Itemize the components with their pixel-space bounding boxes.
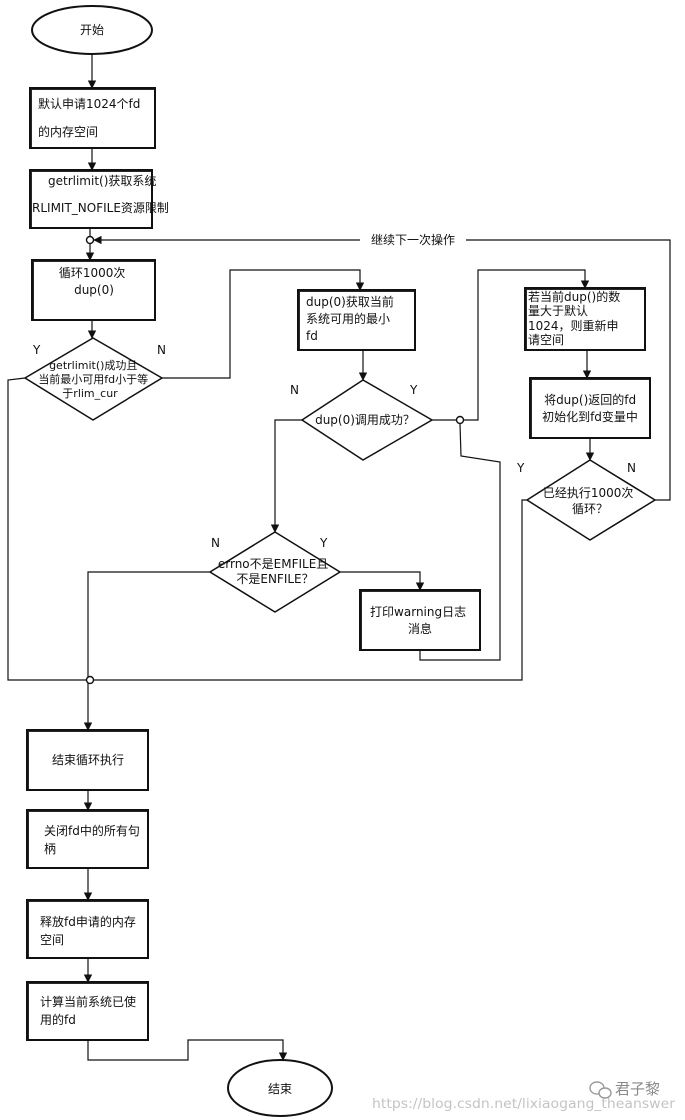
- check-limit-line-1: getrlimit()成功且: [49, 359, 137, 372]
- edge-warn-back: [419, 423, 501, 661]
- loop-line-1: 循环1000次: [59, 266, 126, 280]
- dup-ok-n-label: N: [290, 383, 299, 397]
- errno-check-line-1: errno不是EMFILE且: [218, 557, 328, 571]
- loop-done-node: 已经执行1000次 循环？: [525, 459, 657, 541]
- warn-line-1: 打印warning日志: [370, 605, 466, 619]
- junction-top: [85, 235, 95, 245]
- continue-label-bg: [360, 231, 466, 248]
- loop-done-label: 已经执行1000次 循环？: [543, 486, 637, 516]
- warn-label: 打印warning日志 消息: [370, 605, 470, 636]
- errno-check-label: errno不是EMFILE且 不是ENFILE？: [218, 557, 332, 586]
- end-loop-label: 结束循环执行: [52, 753, 124, 767]
- dup-ok-node: dup(0)调用成功？: [300, 379, 434, 461]
- init-fd-line-1: 将dup()返回的fd: [544, 392, 636, 407]
- check-limit-label: getrlimit()成功且 当前最小可用fd小于等 于rlim_cur: [38, 359, 151, 400]
- edge-errno-y-to-warn: [340, 571, 425, 591]
- dup-get-line-1: dup(0)获取当前: [306, 294, 394, 309]
- check-limit-line-2: 当前最小可用fd小于等: [38, 372, 148, 386]
- dup-get-node: dup(0)获取当前 系统可用的最小 fd: [297, 289, 416, 351]
- loop-done-n-label: N: [627, 461, 636, 475]
- loop-node: 循环1000次 dup(0): [31, 259, 156, 321]
- close-fd-label: 关闭fd中的所有句 柄: [44, 823, 144, 856]
- realloc-node: 若当前dup()的数 量大于默认 1024，则重新申 请空间: [524, 287, 646, 351]
- alloc-line-2: 的内存空间: [38, 124, 98, 139]
- free-mem-line-2: 空间: [40, 933, 64, 947]
- edge-calc-to-end: [87, 1039, 288, 1061]
- loop-done-y-label: Y: [516, 461, 525, 475]
- edge-check-limit-y-to-exit: [7, 377, 86, 681]
- errno-check-line-2: 不是ENFILE？: [236, 572, 313, 586]
- errno-y-label: Y: [319, 536, 328, 550]
- free-mem-node: 释放fd申请的内存 空间: [26, 899, 149, 959]
- dup-get-label: dup(0)获取当前 系统可用的最小 fd: [306, 294, 398, 343]
- loop-label: 循环1000次 dup(0): [59, 266, 129, 297]
- calc-label: 计算当前系统已使 用的fd: [40, 994, 140, 1027]
- close-fd-node: 关闭fd中的所有句 柄: [26, 809, 149, 869]
- getrlimit-line-2: RLIMIT_NOFILE资源限制: [32, 201, 169, 215]
- start-label: 开始: [80, 23, 104, 37]
- getrlimit-line-1: getrlimit()获取系统: [48, 174, 156, 188]
- loop-line-2: dup(0): [74, 283, 114, 297]
- errno-check-node: errno不是EMFILE且 不是ENFILE？: [208, 531, 342, 613]
- edge-loop-done-n-continue: [93, 235, 671, 501]
- warn-line-2: 消息: [408, 621, 432, 636]
- loop-done-line-1: 已经执行1000次: [543, 486, 634, 500]
- realloc-label: 若当前dup()的数 量大于默认 1024，则重新申 请空间: [528, 289, 624, 347]
- edge-errno-n-to-end-loop: [83, 571, 210, 731]
- close-fd-line-2: 柄: [44, 842, 56, 856]
- calc-node: 计算当前系统已使 用的fd: [26, 981, 149, 1041]
- end-loop-node: 结束循环执行: [26, 729, 149, 791]
- getrlimit-label: getrlimit()获取系统 RLIMIT_NOFILE资源限制: [32, 174, 169, 215]
- init-fd-label: 将dup()返回的fd 初始化到fd变量中: [542, 392, 640, 424]
- edge-check-limit-n-to-dup-get: [162, 269, 365, 379]
- realloc-line-1: 若当前dup()的数: [528, 289, 620, 304]
- watermark-brand: 君子黎: [615, 1080, 660, 1098]
- alloc-label: 默认申请1024个fd 的内存空间: [38, 96, 144, 139]
- alloc-line-1: 默认申请1024个fd: [38, 96, 140, 111]
- dup-ok-label: dup(0)调用成功？: [315, 413, 415, 427]
- realloc-line-4: 请空间: [528, 333, 564, 347]
- free-mem-line-1: 释放fd申请的内存: [40, 914, 136, 929]
- errno-n-label: N: [211, 536, 220, 550]
- init-fd-node: 将dup()返回的fd 初始化到fd变量中: [529, 377, 651, 439]
- edge-loop-done-y-to-exit: [94, 499, 527, 681]
- init-fd-line-2: 初始化到fd变量中: [542, 409, 638, 424]
- branch-labels: Y N N Y Y N N Y: [32, 343, 636, 550]
- calc-line-2: 用的fd: [40, 1012, 76, 1027]
- alloc-node: 默认申请1024个fd 的内存空间: [29, 87, 156, 149]
- calc-line-1: 计算当前系统已使: [40, 994, 136, 1009]
- loop-done-line-2: 循环？: [572, 502, 608, 516]
- realloc-line-2: 量大于默认: [528, 303, 588, 318]
- dup-get-line-3: fd: [306, 329, 318, 343]
- end-node: 结束: [227, 1059, 333, 1117]
- junction-bottom: [85, 675, 95, 685]
- warn-node: 打印warning日志 消息: [359, 589, 481, 651]
- junction-warn: [455, 415, 465, 425]
- dup-get-line-2: 系统可用的最小: [306, 311, 390, 326]
- check-limit-line-3: 于rlim_cur: [62, 387, 118, 400]
- edge-dup-ok-n-to-errno: [270, 419, 302, 533]
- realloc-line-3: 1024，则重新申: [528, 318, 619, 333]
- close-fd-line-1: 关闭fd中的所有句: [44, 823, 140, 838]
- dup-ok-y-label: Y: [409, 383, 418, 397]
- check-limit-node: getrlimit()成功且 当前最小可用fd小于等 于rlim_cur: [23, 337, 164, 421]
- edges: 继续下一次操作: [7, 54, 671, 1061]
- check-limit-n-label: N: [157, 343, 166, 357]
- getrlimit-node: getrlimit()获取系统 RLIMIT_NOFILE资源限制: [29, 169, 169, 229]
- check-limit-y-label: Y: [32, 343, 41, 357]
- free-mem-label: 释放fd申请的内存 空间: [40, 914, 140, 947]
- wechat-icon: [589, 1081, 612, 1099]
- continue-label: 继续下一次操作: [371, 232, 455, 247]
- watermark: 君子黎 https://blog.csdn.net/lixiaogang_the…: [372, 1080, 676, 1112]
- start-node: 开始: [31, 5, 153, 55]
- watermark-url: https://blog.csdn.net/lixiaogang_theansw…: [372, 1097, 676, 1112]
- end-label: 结束: [268, 1082, 292, 1096]
